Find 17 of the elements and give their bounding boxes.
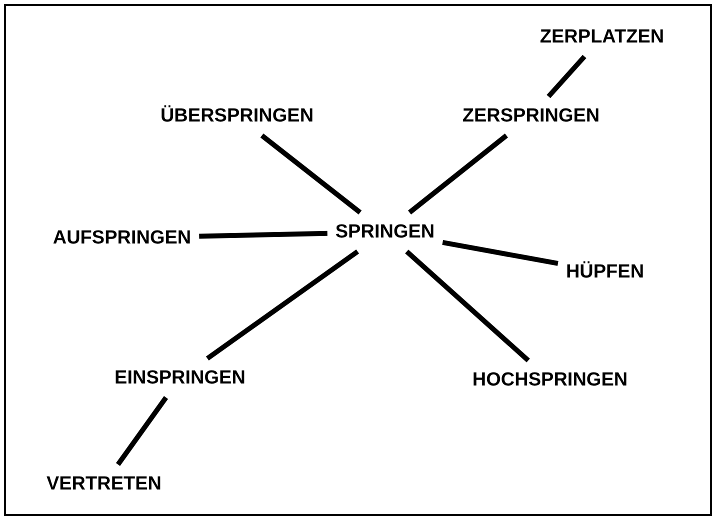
connector-line: [442, 240, 558, 266]
word-label: VERTRETEN: [46, 474, 162, 494]
word-label: ZERSPRINGEN: [462, 106, 600, 126]
word-label: EINSPRINGEN: [114, 368, 246, 388]
word-label: SPRINGEN: [335, 222, 435, 242]
connector-line: [260, 134, 362, 214]
word-label: HÜPFEN: [566, 262, 644, 282]
word-label: AUFSPRINGEN: [52, 228, 192, 248]
word-label: ZERPLATZEN: [540, 28, 664, 46]
word-label: ÜBERSPRINGEN: [160, 106, 314, 126]
connector-line: [405, 250, 530, 362]
connector-line: [206, 249, 360, 361]
connector-line: [408, 134, 508, 214]
connector-line: [199, 230, 328, 239]
connector-line: [546, 54, 586, 98]
word-label: HOCHSPRINGEN: [472, 370, 628, 390]
connector-line: [116, 396, 168, 466]
